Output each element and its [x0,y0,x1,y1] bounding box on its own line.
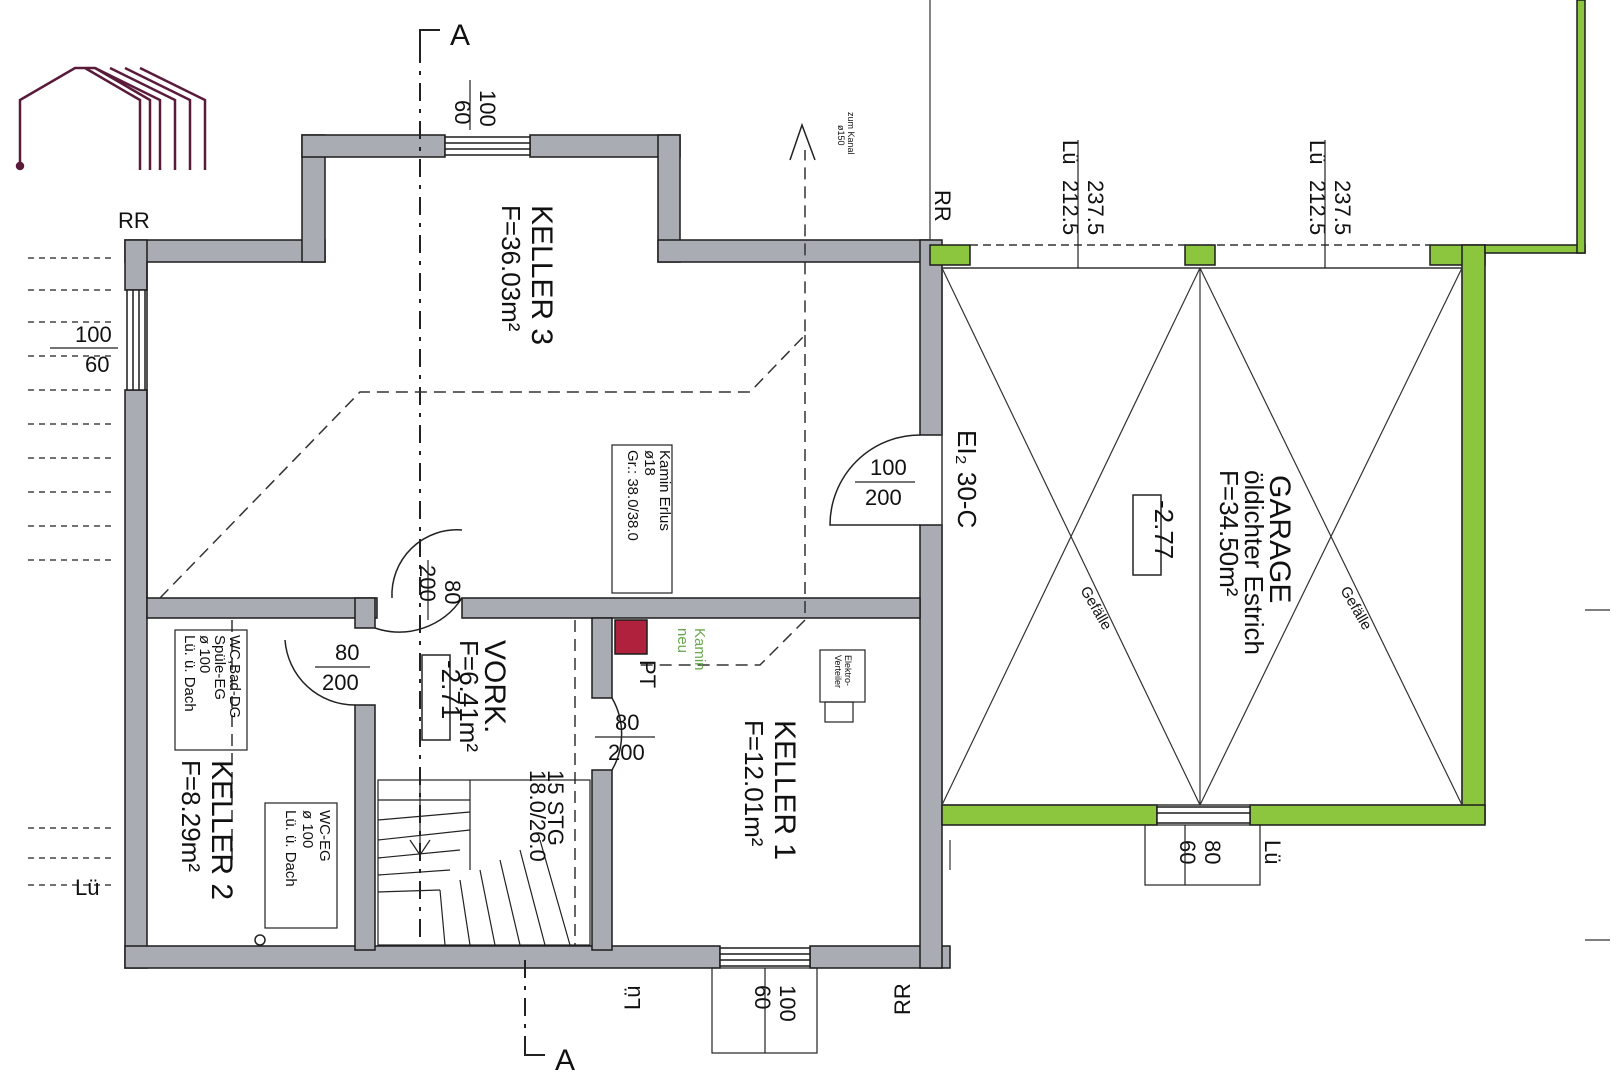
section-line [419,29,545,1056]
garage-walls [929,0,1586,826]
lue-marker-garage: Lü [1260,840,1285,864]
label-lue-garage-1: Lü [1058,140,1083,164]
sewer-label: zum Kanal [846,112,856,155]
room-keller1-area: F=12.01m² [739,720,769,847]
dim-window-bottom-width: 100 [775,985,800,1022]
wc-bad-line3: ø 100 [196,635,213,673]
heater-line2: Verteiler [833,655,843,688]
room-garage-level: -2.77 [1149,500,1179,559]
dim-door-vork-width: 80 [440,580,465,604]
lue-marker-left: Lü [75,875,99,900]
rr-marker-bottom-right: RR [890,983,915,1015]
room-garage-name: GARAGE [1263,475,1296,603]
room-keller2-name: KELLER 2 [205,760,238,900]
doors [284,434,921,771]
stair-size: 18.0/26.0 [525,770,550,862]
room-vork-name: VORK. [478,640,511,733]
upper-floor-outline [159,150,806,945]
garage-slope-left: Gefälle [1077,584,1115,634]
fire-door-rating: EI₂ 30-C [952,430,982,528]
sewer-arrow-icon [789,122,816,161]
kamin-erlus-line2: ø18 [641,450,658,476]
wc-bad-line1: WC,Bad-DG [226,635,243,718]
chimney-new [614,619,648,655]
garage-slope-lines [941,267,1463,806]
dim-door-k3-height: 200 [865,485,902,510]
room-garage-area: F=34.50m² [1214,470,1244,597]
dim-window-garage-width: 80 [1200,840,1225,864]
lue-marker-bottom: Lü [620,986,645,1010]
garage-window [1156,806,1251,824]
room-keller3-name: KELLER 3 [525,205,558,345]
rr-marker-top-left: RR [118,208,150,233]
heater-line1: Elektro- [843,655,853,686]
house-logo-icon [15,66,207,171]
room-keller3-area: F=36.03m² [496,205,526,332]
dim-garage-opening-2: 237.5 [1330,180,1355,235]
section-marker-top: A [450,19,470,52]
room-garage-sub: öldichter Estrich [1239,470,1269,655]
room-keller1-name: KELLER 1 [768,720,801,860]
room-vork-area: F=6.41m² [454,640,484,752]
kamin-neu-line1: Kamin [691,628,708,671]
kamin-neu-line2: neu [674,628,691,653]
site-boundary [929,0,1610,941]
sewer-size: ø150 [836,125,846,146]
wc-bad-line4: Lü. ü. Dach [181,635,198,712]
dim-door-k2-height: 200 [322,670,359,695]
staircase [377,779,591,946]
dim-door-k1-height: 200 [608,740,645,765]
dim-garage-clear-1: 212.5 [1058,180,1083,235]
label-lue-garage-2: Lü [1305,140,1330,164]
rr-marker-top-right: RR [930,190,955,222]
kamin-erlus-line3: Gr.: 38.0/38.0 [624,450,641,541]
dim-door-k2-width: 80 [335,640,359,665]
dim-window-left-height: 60 [85,352,109,377]
windows [126,136,811,967]
room-vork-level: -2.71 [436,660,466,719]
dim-door-k3-width: 100 [870,455,907,480]
wc-bad-line2: Spüle-EG [211,635,228,700]
dim-door-k1-width: 80 [615,710,639,735]
dim-garage-opening-1: 237.5 [1083,180,1108,235]
dim-window-bottom-height: 60 [750,985,775,1009]
wc-eg-line1: WC-EG [316,810,333,862]
dim-window-left-width: 100 [75,322,112,347]
wc-eg-line3: Lü. ü. Dach [282,810,299,887]
room-keller2-area: F=8.29m² [176,760,206,872]
wc-eg-line2: ø 100 [299,810,316,848]
left-terrace-lines [28,257,115,886]
stair-count: 15 STG [543,770,568,846]
kamin-erlus-line1: Kamin Erlus [656,450,673,531]
dim-window-top-height: 60 [450,100,475,124]
pt-label: PT [635,660,660,688]
section-marker-bottom: A [555,1044,575,1077]
dim-garage-clear-2: 212.5 [1305,180,1330,235]
dim-window-garage-height: 60 [1175,840,1200,864]
dim-window-top-width: 100 [475,90,500,127]
garage-slope-right: Gefälle [1337,584,1375,634]
